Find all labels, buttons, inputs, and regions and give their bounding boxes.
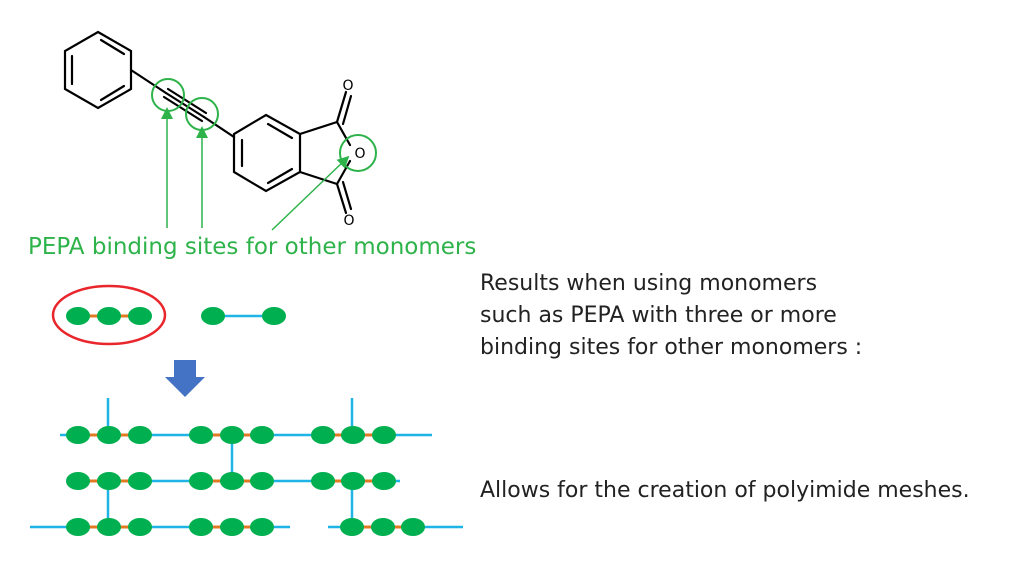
down-arrow-icon [165,360,205,397]
mesh-node [128,518,152,536]
single-bond [129,68,168,95]
highlight-ellipse [51,284,167,346]
benzo-inner-bond [266,122,294,140]
mesh-node [311,472,335,490]
carbonyl-bond [335,182,348,215]
monomer-node [128,307,152,325]
atom-label-o-top: O [342,78,353,94]
benzo-inner-bond [266,167,294,185]
ring-bond [335,120,352,147]
carbonyl-bond [335,90,348,124]
mesh-node [97,426,121,444]
conclusion-text: Allows for the creation of polyimide mes… [480,478,970,503]
triple-bond [162,95,204,123]
monomer-node [201,307,225,325]
mesh-node [189,426,213,444]
ring-bond [298,170,339,186]
pointer-arrow [271,155,350,231]
mesh-node [66,518,90,536]
binding-site-circle [339,134,377,172]
benzo-ring [232,113,302,193]
results-line-3: binding sites for other monomers : [480,335,862,360]
results-line-1: Results when using monomers [480,271,817,296]
monomer-node [262,307,286,325]
mesh-node [341,426,365,444]
atom-label-o-ring: O [354,146,365,162]
mesh-node [97,518,121,536]
mesh-node [220,426,244,444]
mesh-node [220,518,244,536]
mesh-node [372,426,396,444]
mesh-node [250,472,274,490]
phenyl-inner-bond [99,84,126,102]
binding-sites-label: PEPA binding sites for other monomers [28,234,476,260]
carbonyl-bond [341,94,353,126]
triple-bond [164,91,206,119]
mesh-node [341,472,365,490]
mesh-node [250,426,274,444]
pepa-molecule [63,30,353,215]
mesh-node [340,518,364,536]
mesh-node [66,472,90,490]
mesh-node [66,426,90,444]
mesh-node [311,426,335,444]
results-description: Results when using monomers such as PEPA… [480,271,862,360]
mesh-node [189,472,213,490]
single-bond [202,115,236,139]
pointer-arrows [161,107,350,231]
atom-label-o-bottom: O [343,213,354,229]
mesh-node [250,518,274,536]
mesh-node [220,472,244,490]
ring-bond [298,120,339,136]
mesh-node [97,472,121,490]
mesh-node [189,518,213,536]
monomer-node [97,307,121,325]
monomer-node [66,307,90,325]
phenyl-ring [63,30,133,110]
monomer-row [51,284,286,346]
mesh-node [128,426,152,444]
mesh-node [372,472,396,490]
phenyl-inner-bond [99,38,126,56]
results-line-2: such as PEPA with three or more [480,303,837,328]
mesh-node [128,472,152,490]
polymer-mesh [30,398,463,536]
triple-bond [166,87,208,115]
mesh-node [401,518,425,536]
carbonyl-bond [341,180,353,211]
mesh-node [371,518,395,536]
